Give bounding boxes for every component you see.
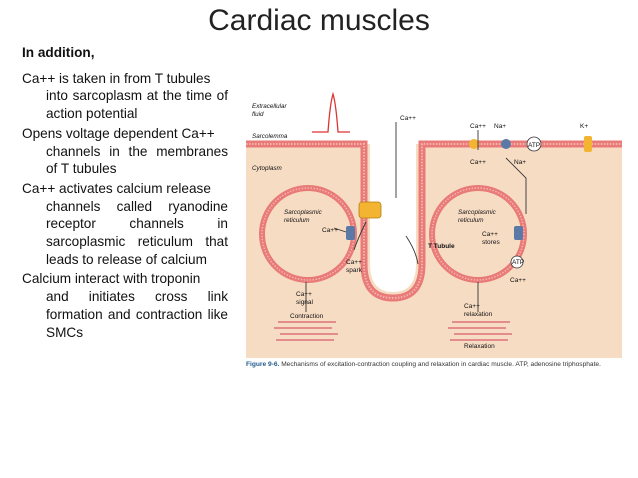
label-t-tubule: T Tubule <box>428 243 455 250</box>
label-sr-right-2: reticulum <box>458 217 484 224</box>
ryanodine-receptor-right <box>514 226 523 240</box>
label-atp-sr: ATP <box>512 259 524 266</box>
lead-text: In addition, <box>22 45 95 60</box>
label-cytoplasm: Cytoplasm <box>252 165 282 172</box>
flow-arrows <box>305 122 527 312</box>
label-relaxation: Relaxation <box>464 343 495 350</box>
label-contraction: Contraction <box>290 313 324 320</box>
label-ca-signal-2: signal <box>296 299 314 306</box>
label-sr-left-2: reticulum <box>284 217 310 224</box>
label-fluid: fluid <box>252 111 264 118</box>
slide-title: Cardiac muscles <box>208 4 430 37</box>
bullet-3-line1: Ca++ activates calcium release <box>22 180 211 196</box>
label-extracellular: Extracellular <box>252 103 288 110</box>
bullet-4-line1: Calcium interact with troponin <box>22 271 201 287</box>
exchanger-right-icon <box>501 139 511 149</box>
relaxation-myofilaments <box>448 321 512 341</box>
sarcolemma-stripes <box>246 143 622 300</box>
label-ca-stores-1: Ca++ <box>482 231 498 238</box>
label-na-top: Na+ <box>494 123 506 130</box>
bullet-2-rest: channels in the membranes of T tubules <box>46 143 228 177</box>
bullet-3-rest: channels called ryanodine receptor chann… <box>46 198 228 267</box>
ryanodine-receptor-left <box>346 226 355 240</box>
label-ca-relaxation-2: relaxation <box>464 311 493 318</box>
label-ca-below: Ca++ <box>470 159 486 166</box>
label-sr-right-1: Sarcoplasmic <box>458 209 497 216</box>
label-k-top: K+ <box>580 123 588 130</box>
t-tubule-lumen <box>370 144 416 292</box>
bullet-point-2: Opens voltage dependent Ca++ channels in… <box>22 125 228 178</box>
bullet-1-rest: into sarcoplasm at the time of action po… <box>46 88 228 122</box>
label-ca-relaxation-1: Ca++ <box>464 303 480 310</box>
label-ca-under-right: Ca++ <box>510 277 526 284</box>
bullet-point-4: Calcium interact with troponin and initi… <box>22 270 228 341</box>
contraction-myofilaments <box>274 321 338 341</box>
atp-pump-icon <box>526 136 542 152</box>
bullet-2-line1: Opens voltage dependent Ca++ <box>22 125 215 141</box>
figure-caption: Figure 9-6. Mechanisms of excitation-con… <box>246 361 636 368</box>
atp-icon <box>510 255 524 269</box>
caption-figure-number: Figure 9-6. <box>246 361 280 368</box>
label-ca-spark-1: Ca++ <box>346 259 362 266</box>
label-na-below: Na+ <box>514 159 526 166</box>
bullet-1-line1: Ca++ is taken in from T tubules <box>22 70 211 86</box>
label-atp-top: ATP <box>528 142 540 149</box>
cardiac-ec-coupling-diagram: Extracellular fluid Sarcolemma Cytoplasm… <box>246 91 622 358</box>
label-ca-signal-1: Ca++ <box>296 291 312 298</box>
caption-text: Mechanisms of excitation-contraction cou… <box>281 361 601 368</box>
label-ca-left-sr: Ca++ <box>322 227 338 234</box>
slide-body-text: In addition, Ca++ is taken in from T tub… <box>22 44 228 343</box>
label-ca-top: Ca++ <box>400 115 416 122</box>
label-ca-spark-2: spark <box>346 267 363 274</box>
bullet-4-rest: and initiates cross link formation and c… <box>46 289 228 340</box>
label-sarcolemma: Sarcolemma <box>252 133 288 140</box>
bullet-point-3: Ca++ activates calcium release channels … <box>22 180 228 269</box>
label-ca-exchanger: Ca++ <box>470 123 486 130</box>
label-sr-left-1: Sarcoplasmic <box>284 209 323 216</box>
l-type-calcium-channel <box>358 201 382 219</box>
exchanger-left-icon <box>469 139 479 149</box>
potassium-channel-icon <box>584 136 592 152</box>
bullet-point-1: Ca++ is taken in from T tubules into sar… <box>22 70 228 123</box>
action-potential-trace <box>312 91 350 133</box>
label-ca-stores-2: stores <box>482 239 500 246</box>
